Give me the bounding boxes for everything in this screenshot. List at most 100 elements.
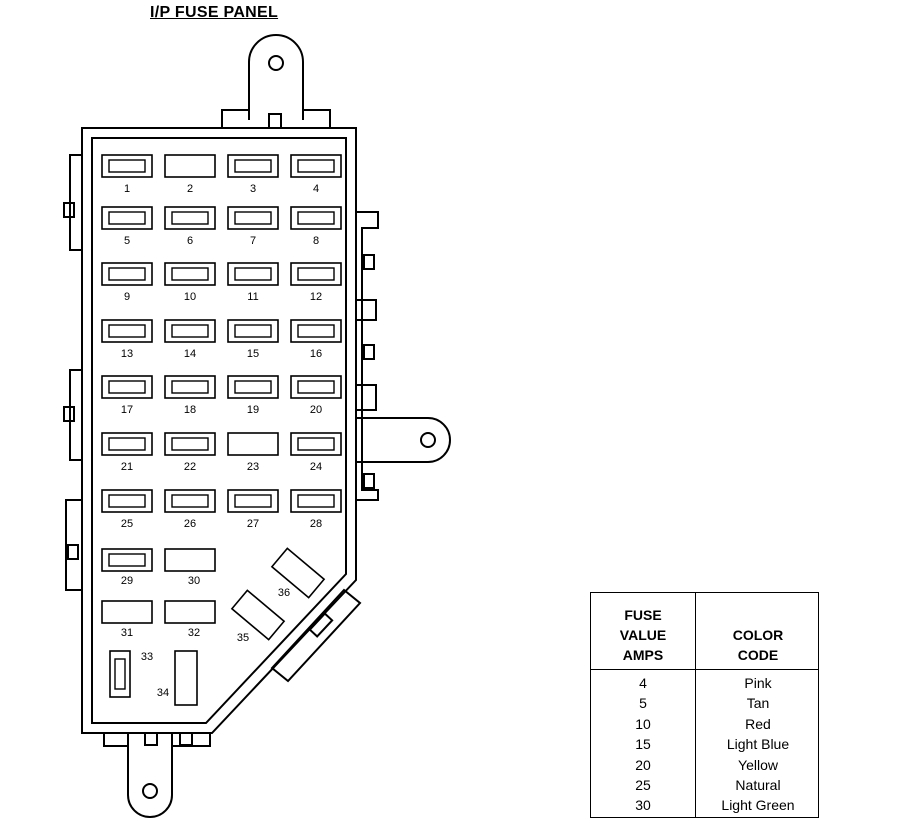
fuse-label: 11 xyxy=(247,291,258,303)
diagram-title: I/P FUSE PANEL xyxy=(150,4,279,21)
fuse-8 xyxy=(290,206,342,230)
fuse-label: 24 xyxy=(310,461,322,473)
legend-amps: 5 xyxy=(639,695,647,712)
fuse-17 xyxy=(101,375,153,399)
legend-header-color: COLOR CODE xyxy=(732,627,784,663)
legend-amps: 4 xyxy=(639,675,647,691)
fuse-14 xyxy=(164,319,216,343)
fuse-label: 18 xyxy=(184,404,196,416)
fuse-label: 9 xyxy=(124,291,130,303)
bottom-clip-left xyxy=(103,733,128,747)
left-side-rail-middle xyxy=(69,369,82,461)
fuse-22 xyxy=(164,432,216,456)
fuse-3 xyxy=(227,154,279,178)
fuse-15 xyxy=(227,319,279,343)
right-clip-3 xyxy=(363,473,375,489)
fuse-12 xyxy=(290,262,342,286)
diagonal-bracket xyxy=(270,588,362,683)
fuse-label: 10 xyxy=(184,291,196,303)
fuse-label: 36 xyxy=(278,587,290,599)
fuse-34 xyxy=(174,650,198,706)
fuse-label: 6 xyxy=(187,235,193,247)
fuse-6 xyxy=(164,206,216,230)
fuse-label: 12 xyxy=(310,291,322,303)
fuse-4 xyxy=(290,154,342,178)
fuse-label: 13 xyxy=(121,348,133,360)
legend-color: Light Blue xyxy=(726,736,790,753)
fuse-label: 29 xyxy=(121,575,133,587)
fuse-label: 35 xyxy=(237,632,249,644)
fuse-label: 7 xyxy=(250,235,256,247)
legend-divider xyxy=(695,593,696,817)
fuse-label: 30 xyxy=(188,575,200,587)
legend-color: Light Green xyxy=(721,797,795,814)
fuse-color-legend: FUSE VALUE AMPS COLOR CODE 4 Pink 5 Tan 10… xyxy=(590,592,819,818)
fuse-35 xyxy=(230,589,286,641)
legend-amps: 10 xyxy=(635,715,651,732)
fuse-26 xyxy=(164,489,216,513)
legend-row: 20 Yellow xyxy=(591,755,818,775)
fuse-label: 20 xyxy=(310,404,322,416)
fuse-label: 33 xyxy=(141,651,153,663)
fuse-label: 25 xyxy=(121,518,133,530)
top-mount-hole xyxy=(268,55,284,71)
right-clip-1 xyxy=(363,254,375,270)
fuse-23 xyxy=(227,432,279,456)
bottom-clip-right-inner xyxy=(179,732,193,746)
fuse-label: 34 xyxy=(157,687,169,699)
fuse-30 xyxy=(164,548,216,572)
fuse-label: 28 xyxy=(310,518,322,530)
fuse-2 xyxy=(164,154,216,178)
fuse-9 xyxy=(101,262,153,286)
legend-color: Yellow xyxy=(738,756,778,773)
fuse-label: 2 xyxy=(187,183,193,195)
fuse-label: 15 xyxy=(247,348,259,360)
fuse-21 xyxy=(101,432,153,456)
diagonal-bracket-latch xyxy=(308,612,334,638)
fuse-29 xyxy=(101,548,153,572)
legend-color: Tan xyxy=(746,695,770,712)
fuse-13 xyxy=(101,319,153,343)
right-mount-hole xyxy=(420,432,436,448)
bottom-mount-tab xyxy=(127,733,173,818)
fuse-11 xyxy=(227,262,279,286)
fuse-label: 22 xyxy=(184,461,196,473)
fuse-label: 5 xyxy=(124,235,130,247)
top-clip-center xyxy=(268,113,282,129)
fuse-28 xyxy=(290,489,342,513)
fuse-25 xyxy=(101,489,153,513)
legend-header-amps: FUSE VALUE AMPS xyxy=(619,607,667,663)
fuse-label: 19 xyxy=(247,404,259,416)
left-side-rail-lower xyxy=(65,499,82,591)
fuse-label: 23 xyxy=(247,461,259,473)
legend-color: Pink xyxy=(744,675,772,691)
fuse-label: 1 xyxy=(124,183,130,195)
fuse-label: 8 xyxy=(313,235,319,247)
fuse-label: 17 xyxy=(121,404,133,416)
left-clip-middle xyxy=(63,406,75,422)
fuse-label: 26 xyxy=(184,518,196,530)
fuse-5 xyxy=(101,206,153,230)
fuse-31 xyxy=(101,600,153,624)
fuse-18 xyxy=(164,375,216,399)
fuse-20 xyxy=(290,375,342,399)
fuse-label: 31 xyxy=(121,627,133,639)
right-clip-2 xyxy=(363,344,375,360)
legend-amps: 20 xyxy=(635,756,651,773)
fuse-7 xyxy=(227,206,279,230)
fuse-label: 3 xyxy=(250,183,256,195)
panel-housing-inner xyxy=(91,137,347,724)
left-clip-lower xyxy=(67,544,79,560)
right-mount-tab xyxy=(356,417,451,463)
legend-row: 10 Red xyxy=(591,714,818,734)
legend-color: Red xyxy=(745,715,771,732)
top-mount-tab xyxy=(248,34,304,120)
fuse-1 xyxy=(101,154,153,178)
fuse-19 xyxy=(227,375,279,399)
fuse-10 xyxy=(164,262,216,286)
